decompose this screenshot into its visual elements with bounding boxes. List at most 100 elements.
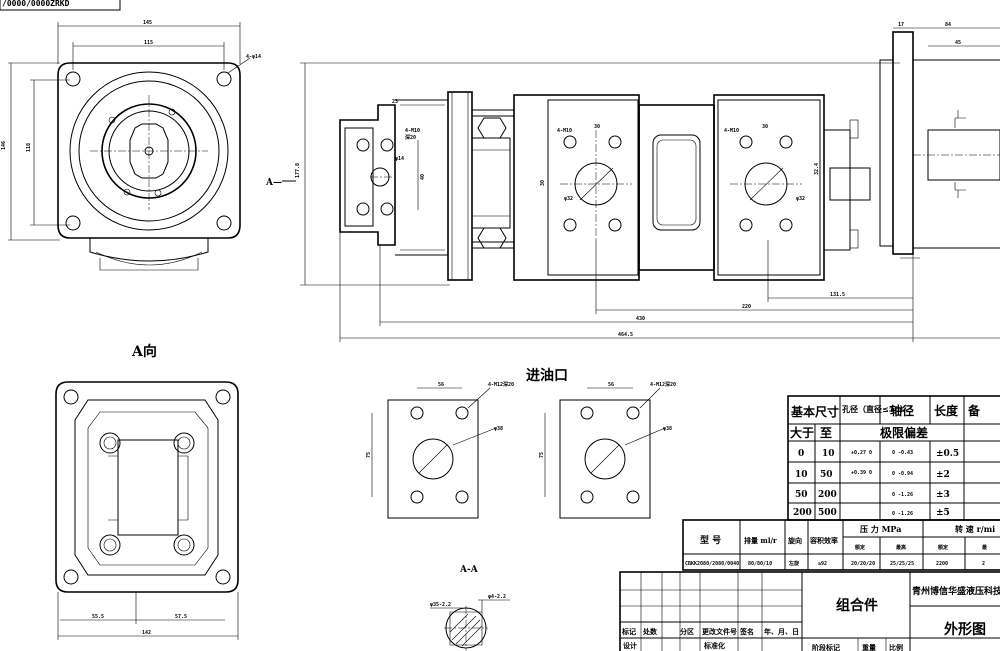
rev-scale: 比例 [889, 643, 903, 651]
rev-sign: 签名 [739, 627, 754, 636]
spec-h-rot: 旋向 [787, 536, 802, 545]
tol-r3-from: 200 [793, 508, 812, 518]
tol-r3-shaft: 0 -1.26 [892, 511, 913, 517]
dim-bore3: φ32 [796, 196, 805, 202]
inlet-ports: 进油口 56 4-M12深20 75 φ38 56 4-M12深20 75 φ3… [366, 367, 676, 519]
inlet-label: 进油口 [526, 367, 568, 384]
spec-s-max: 2 [982, 561, 985, 567]
rev-weight: 重量 [862, 643, 876, 651]
tol-shaft: 轴径 [890, 403, 914, 418]
dim-thread2: 4-M10 [557, 128, 572, 134]
tol-r0-from: 0 [798, 449, 804, 459]
tol-r2-length: ±3 [936, 490, 950, 500]
dim-p2-h: 30 [540, 180, 546, 186]
dim-inlet-h: 75 [366, 452, 372, 458]
dim-spline-key: φ4-2.2 [488, 594, 506, 600]
tol-note: 备 [967, 403, 981, 418]
dim-len-2: 220 [742, 304, 751, 310]
tol-r0-shaft: 0 -0.43 [892, 450, 913, 456]
spec-h-model: 型 号 [700, 534, 721, 546]
dim-overall-height: 177.8 [295, 163, 301, 178]
dim-shaft-r1: 17 [898, 22, 904, 28]
dim-spline-top: φ35-2.2 [430, 602, 451, 608]
spec-h-pressure: 压 力 MPa [860, 524, 901, 534]
tol-r3-length: ±5 [936, 508, 950, 518]
dim-p3-w: 30 [762, 124, 768, 130]
tol-r1-shaft: 0 -0.94 [892, 471, 913, 477]
dim-top-inner: 115 [144, 40, 153, 46]
spec-h-disp: 排量 ml/r [744, 536, 777, 545]
assembly-name: 组合件 [836, 597, 878, 614]
front-view: 145 115 146 118 4-φ14 [1, 20, 261, 271]
view-a-arrow-label: A— [265, 178, 282, 188]
dim-len-total: 464.5 [618, 332, 633, 338]
dim-p2-w: 30 [594, 124, 600, 130]
dim-inlet2-w: 56 [608, 382, 614, 388]
dim-inlet-bore: φ38 [494, 426, 503, 432]
dim-shaft-r2: 84 [945, 22, 951, 28]
company-name: 青州博信华盛液压科技有 [912, 585, 1000, 597]
spec-disp: 80/80/10 [748, 561, 772, 567]
rev-mark: 标记 [621, 627, 636, 636]
dim-side-h2: 118 [26, 143, 32, 152]
rev-doc: 更改文件号 [702, 627, 737, 636]
spec-h-eff: 容积效率 [809, 536, 838, 545]
dim-len-1: 131.5 [830, 292, 845, 298]
tol-r3-to: 500 [818, 508, 837, 518]
spec-table: 型 号 排量 ml/r 旋向 容积效率 压 力 MPa 转 速 r/mi 额定 … [682, 519, 1000, 571]
spec-h-speed: 转 速 r/mi [955, 524, 995, 534]
tolerance-table: 基本尺寸 孔径（直径≤50） 轴径 长度 备 大于 至 极限偏差 0 10 +0… [787, 395, 1000, 521]
dim-thread3: 4-M10 [724, 128, 739, 134]
spec-p-rated: 20/20/20 [851, 561, 875, 567]
dim-inlet-w: 56 [438, 382, 444, 388]
dim-inlet2-bore: φ38 [663, 426, 672, 432]
drawing-number: /0000/0000ZRKD [2, 0, 70, 8]
spec-eff: ≥92 [818, 561, 827, 567]
dim-bottom-mid: 57.5 [175, 614, 187, 620]
tol-dev: 极限偏差 [880, 425, 928, 440]
dim-inlet2-h: 75 [539, 452, 545, 458]
tol-r0-to: 10 [822, 449, 835, 459]
dim-inlet-thread: 4-M12深20 [488, 381, 514, 388]
tol-over: 大于 [790, 425, 814, 440]
tol-hole: 孔径（直径≤50） [842, 404, 908, 414]
dim-port1-h: 40 [420, 174, 426, 180]
rev-design: 设计 [623, 641, 637, 650]
dim-thread1: 4-M10 [405, 128, 420, 134]
view-a-arrow: A— [265, 178, 296, 188]
rev-std: 标准化 [703, 641, 725, 650]
spec-h-rated: 额定 [855, 544, 865, 551]
rev-count: 处数 [642, 627, 658, 636]
side-view: 177.8 φ14 23 4-M10 深20 40 [295, 22, 1000, 342]
dim-bore2: φ32 [564, 196, 573, 202]
dim-bore1: φ14 [395, 156, 404, 162]
title-block: 标记 处数 分区 更改文件号 签名 年、月、日 设计 标准化 阶段标记 重量 比… [619, 571, 1000, 651]
tol-r1-to: 50 [820, 470, 833, 480]
spec-p-max: 25/25/25 [890, 561, 914, 567]
section-label: A-A [459, 565, 479, 575]
tol-basic: 基本尺寸 [790, 404, 839, 419]
dim-bottom-total: 142 [142, 630, 151, 636]
dim-len-3: 430 [636, 316, 645, 322]
tol-r2-from: 50 [795, 490, 808, 500]
spec-h-rated2: 额定 [938, 544, 948, 551]
dim-d1: 23 [392, 99, 398, 105]
drawing-title: 外形图 [944, 621, 986, 638]
tol-r0-length: ±0.5 [936, 449, 959, 459]
rev-date: 年、月、日 [764, 627, 799, 636]
rev-stage: 阶段标记 [812, 643, 840, 651]
dim-shaft-h: 32.4 [814, 163, 820, 175]
view-a: A向 55.5 57.5 142 [55, 343, 239, 640]
spec-h-max2: 最 [982, 544, 988, 551]
spec-s-rated: 2200 [936, 561, 948, 567]
dim-bottom-left: 55.5 [92, 614, 104, 620]
tol-r1-from: 10 [795, 470, 808, 480]
spec-rot: 左旋 [788, 560, 800, 567]
tol-r1-hole: +0.39 0 [851, 470, 872, 476]
dim-bolt-holes: 4-φ14 [246, 54, 261, 60]
dim-top-width: 145 [143, 20, 152, 26]
dim-thread-depth: 深20 [405, 134, 416, 141]
dim-side-h1: 146 [1, 141, 7, 150]
spec-h-max: 最高 [896, 544, 906, 551]
